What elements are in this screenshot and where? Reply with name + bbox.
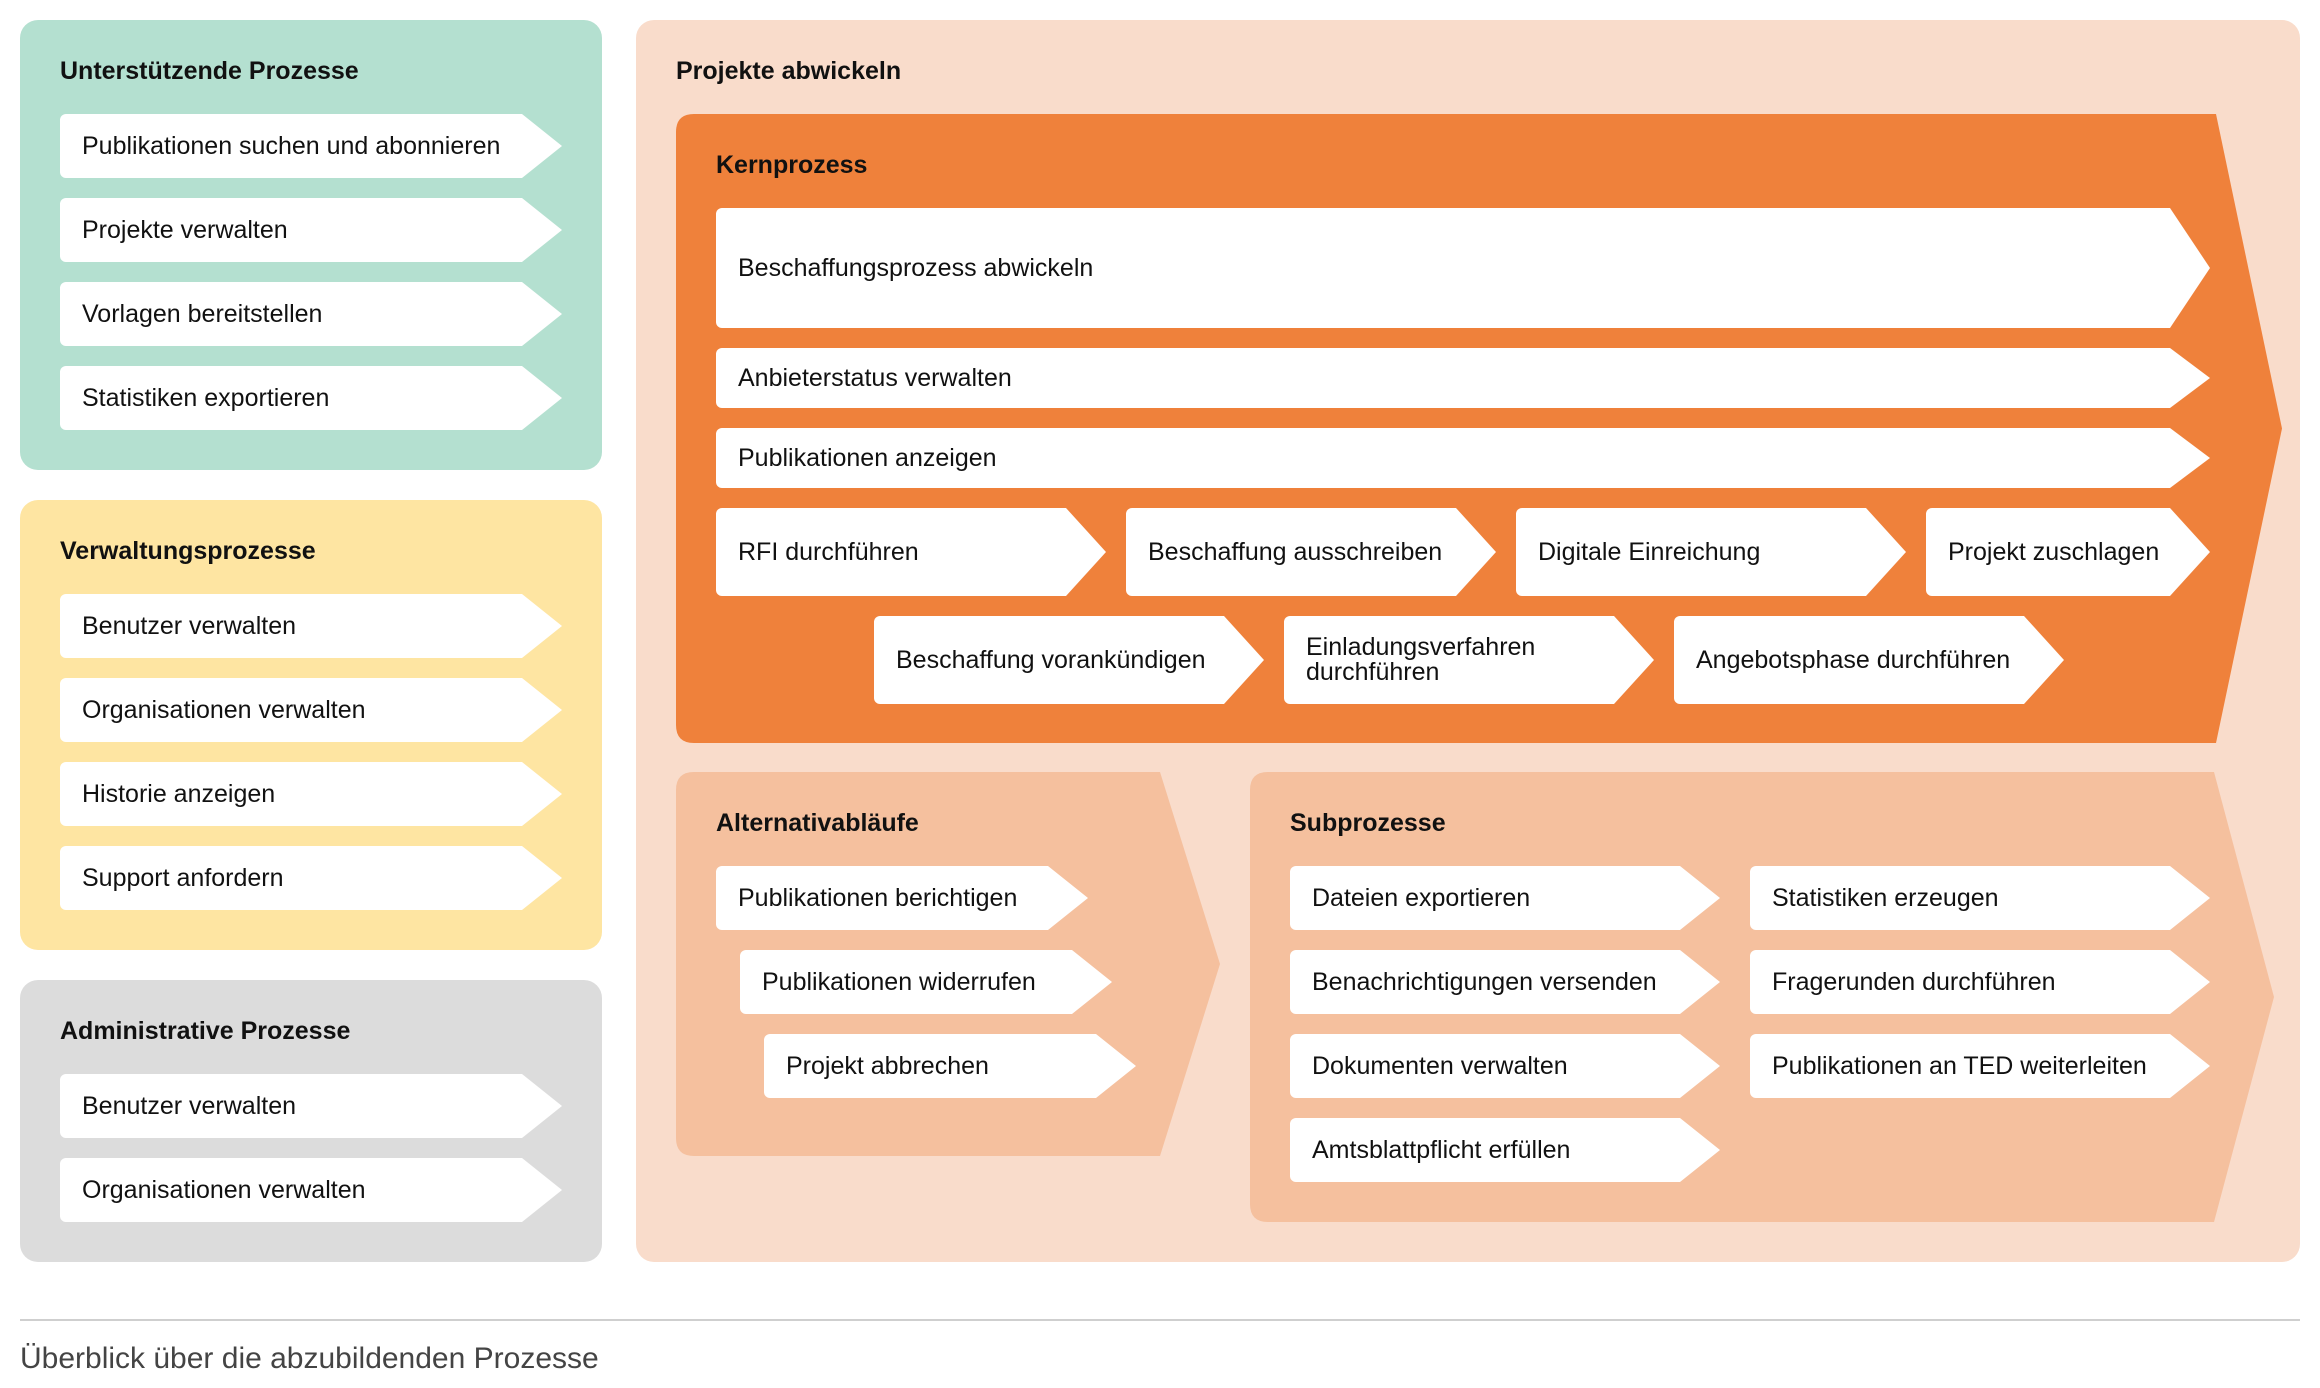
management-item-label: Organisationen verwalten (82, 695, 366, 724)
supporting-item-label: Statistiken exportieren (82, 383, 330, 412)
core-step-label: Beschaffung ausschreiben (1148, 537, 1443, 566)
core-substep-preannounce[interactable]: Beschaffung vorankündigen (874, 616, 1264, 704)
core-step-tender[interactable]: Beschaffung ausschreiben (1126, 508, 1496, 596)
subprocess-export-files[interactable]: Dateien exportieren (1290, 866, 1720, 930)
project-processes-title: Projekte abwickeln (676, 57, 902, 85)
alternative-cancel-project[interactable]: Projekt abbrechen (764, 1034, 1136, 1098)
figure-caption: Überblick über die abzubildenden Prozess… (20, 1342, 599, 1375)
core-substep-offer-phase[interactable]: Angebotsphase durchführen (1674, 616, 2064, 704)
subprocess-send-notifications[interactable]: Benachrichtigungen versenden (1290, 950, 1720, 1014)
subprocess-label: Dateien exportieren (1312, 883, 1531, 912)
management-item-label: Benutzer verwalten (82, 611, 297, 640)
core-substep-label: Beschaffung vorankündigen (896, 645, 1206, 674)
alternative-correct-publications[interactable]: Publikationen berichtigen (716, 866, 1088, 930)
subprocesses-title: Subprozesse (1290, 809, 1446, 837)
core-process-title: Kernprozess (716, 151, 868, 179)
subprocess-label: Benachrichtigungen versenden (1312, 967, 1657, 996)
subprocess-label: Dokumenten verwalten (1312, 1051, 1568, 1080)
core-row-show-publications[interactable]: Publikationen anzeigen (716, 428, 2210, 488)
supporting-item-search-subscribe[interactable]: Publikationen suchen und abonnieren (60, 114, 562, 178)
supporting-item-label: Vorlagen bereitstellen (82, 299, 323, 328)
subprocess-label: Fragerunden durchführen (1772, 967, 2056, 996)
supporting-item-export-statistics[interactable]: Statistiken exportieren (60, 366, 562, 430)
subprocess-label: Amtsblattpflicht erfüllen (1312, 1135, 1571, 1164)
alternative-label: Publikationen widerrufen (762, 967, 1036, 996)
supporting-item-provide-templates[interactable]: Vorlagen bereitstellen (60, 282, 562, 346)
caption-divider (20, 1319, 2300, 1321)
core-row-label: Publikationen anzeigen (738, 443, 997, 472)
supporting-item-label: Publikationen suchen und abonnieren (82, 131, 501, 160)
management-item-label: Historie anzeigen (82, 779, 276, 808)
core-step-label: RFI durchführen (738, 537, 919, 566)
management-item-show-history[interactable]: Historie anzeigen (60, 762, 562, 826)
subprocess-label: Statistiken erzeugen (1772, 883, 1999, 912)
alternative-label: Publikationen berichtigen (738, 883, 1018, 912)
core-main-process[interactable]: Beschaffungsprozess abwickeln (716, 208, 2210, 328)
core-substep-invitation[interactable]: Einladungsverfahren durchführen (1284, 616, 1654, 704)
core-step-label: Digitale Einreichung (1538, 537, 1761, 566)
alternatives-title: Alternativabläufe (716, 809, 919, 837)
administrative-item-manage-organisations[interactable]: Organisationen verwalten (60, 1158, 562, 1222)
management-item-manage-users[interactable]: Benutzer verwalten (60, 594, 562, 658)
subprocess-generate-statistics[interactable]: Statistiken erzeugen (1750, 866, 2210, 930)
supporting-item-label: Projekte verwalten (82, 215, 288, 244)
core-substep-label: Einladungsverfahren durchführen (1306, 633, 1536, 686)
management-item-manage-organisations[interactable]: Organisationen verwalten (60, 678, 562, 742)
subprocess-official-gazette[interactable]: Amtsblattpflicht erfüllen (1290, 1118, 1720, 1182)
subprocess-question-rounds[interactable]: Fragerunden durchführen (1750, 950, 2210, 1014)
management-item-label: Support anfordern (82, 863, 284, 892)
core-step-digital-submission[interactable]: Digitale Einreichung (1516, 508, 1906, 596)
administrative-item-label: Organisationen verwalten (82, 1175, 366, 1204)
core-row-label: Anbieterstatus verwalten (738, 363, 1012, 392)
supporting-processes-title: Unterstützende Prozesse (60, 57, 359, 85)
core-step-award[interactable]: Projekt zuschlagen (1926, 508, 2210, 596)
subprocess-label: Publikationen an TED weiterleiten (1772, 1051, 2147, 1080)
administrative-item-manage-users[interactable]: Benutzer verwalten (60, 1074, 562, 1138)
management-item-request-support[interactable]: Support anfordern (60, 846, 562, 910)
core-step-rfi[interactable]: RFI durchführen (716, 508, 1106, 596)
core-main-label: Beschaffungsprozess abwickeln (738, 253, 1094, 282)
subprocess-manage-documents[interactable]: Dokumenten verwalten (1290, 1034, 1720, 1098)
administrative-processes-title: Administrative Prozesse (60, 1017, 351, 1045)
core-row-bidder-status[interactable]: Anbieterstatus verwalten (716, 348, 2210, 408)
alternative-label: Projekt abbrechen (786, 1051, 989, 1080)
core-step-label: Projekt zuschlagen (1948, 537, 2160, 566)
supporting-item-manage-projects[interactable]: Projekte verwalten (60, 198, 562, 262)
management-processes-title: Verwaltungsprozesse (60, 537, 316, 565)
core-substep-label: Angebotsphase durchführen (1696, 645, 2011, 674)
subprocess-forward-to-ted[interactable]: Publikationen an TED weiterleiten (1750, 1034, 2210, 1098)
administrative-item-label: Benutzer verwalten (82, 1091, 297, 1120)
alternative-revoke-publications[interactable]: Publikationen widerrufen (740, 950, 1112, 1014)
